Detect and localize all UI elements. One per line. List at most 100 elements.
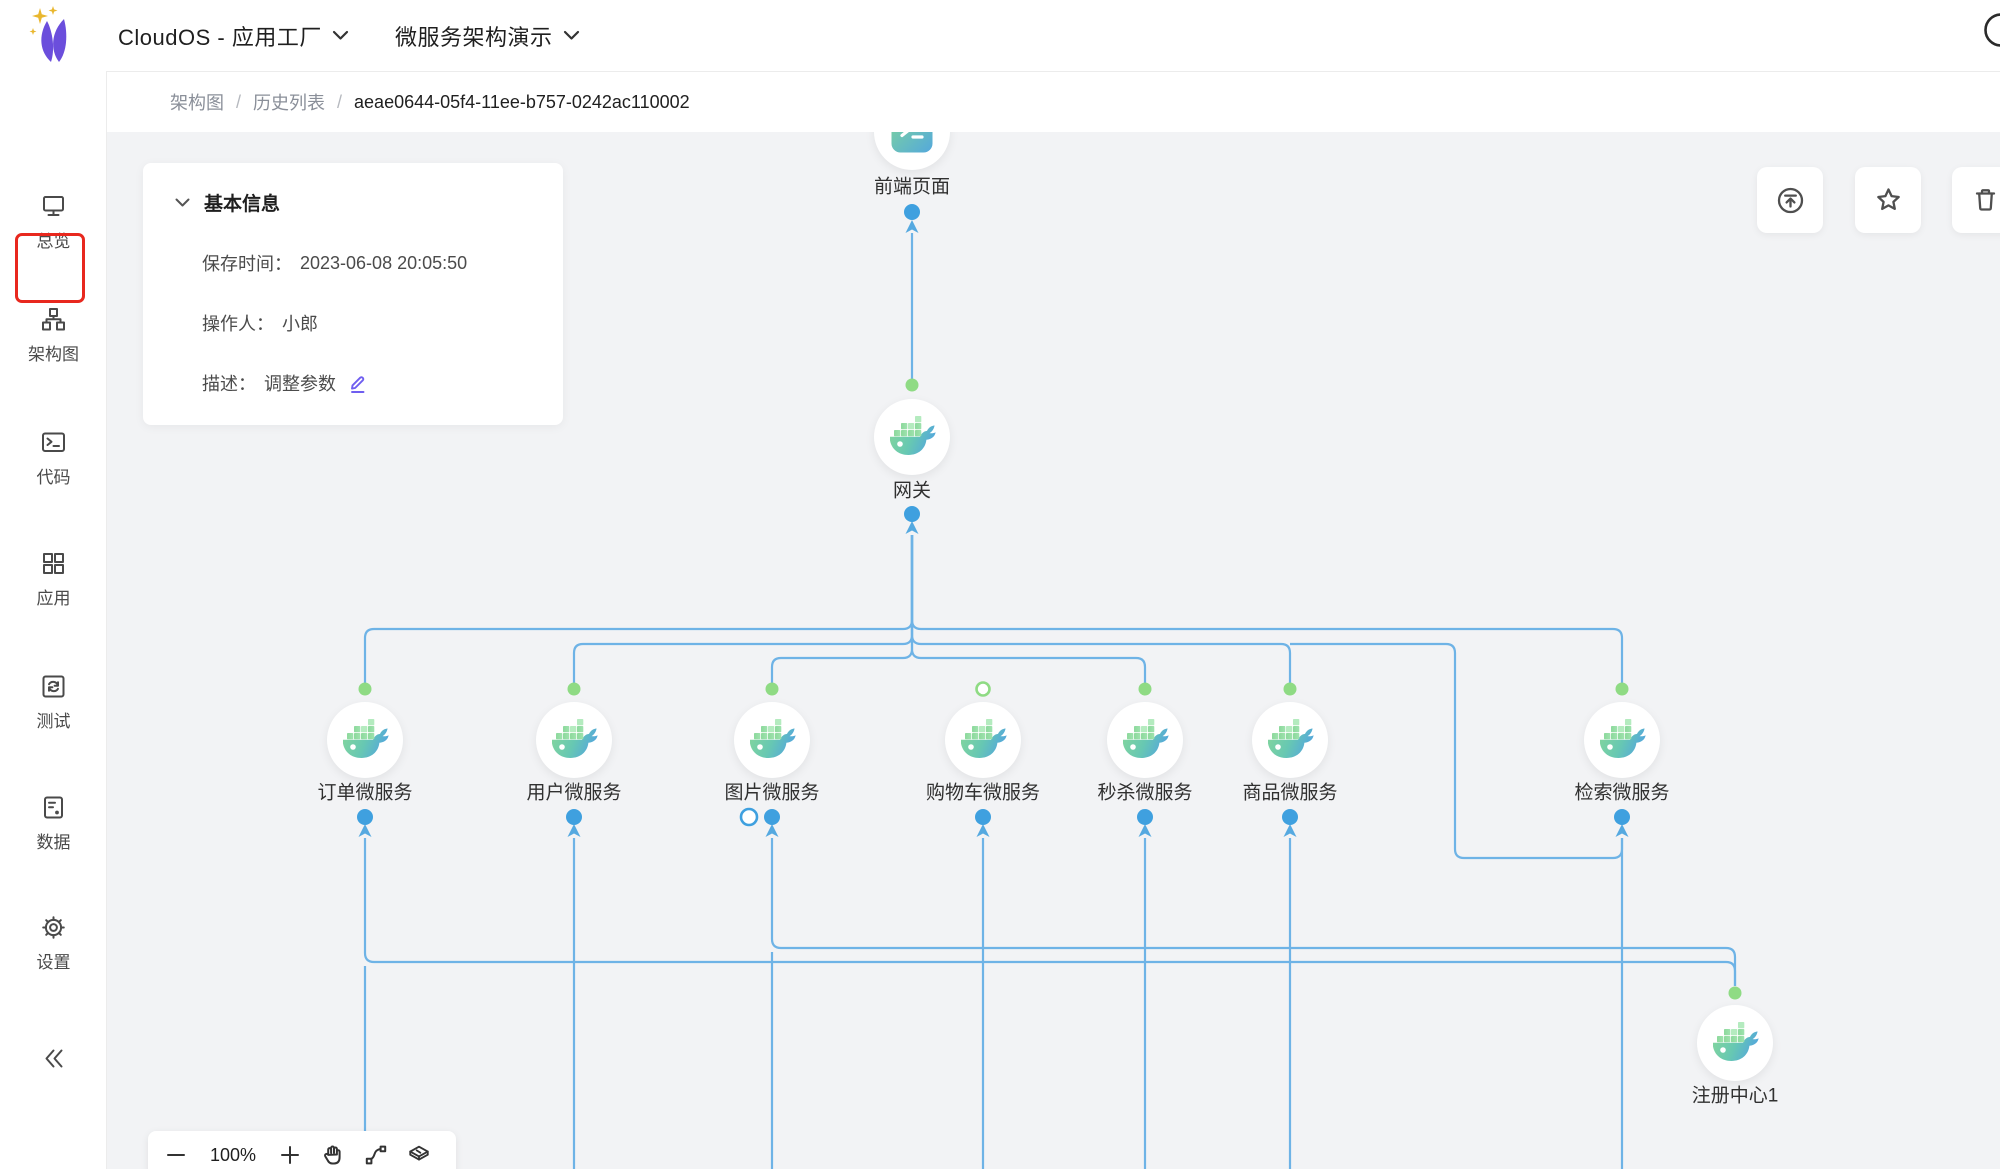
sidebar-item-settings[interactable]: 设置 xyxy=(0,914,107,973)
edge-goods-to-gateway[interactable] xyxy=(910,535,1292,683)
node-cart[interactable] xyxy=(945,702,1021,778)
node-circle[interactable] xyxy=(874,399,950,475)
zoom-out-button[interactable] xyxy=(164,1143,188,1167)
workspace-switcher[interactable]: 微服务架构演示 xyxy=(395,0,580,71)
port-green[interactable] xyxy=(358,682,372,696)
port-green[interactable] xyxy=(567,682,581,696)
edge-search-to-gateway[interactable] xyxy=(910,535,1624,683)
port-blue[interactable] xyxy=(975,809,991,825)
edge-image-to-gateway[interactable] xyxy=(770,535,914,683)
port-green[interactable] xyxy=(1728,986,1742,1000)
logo-swoosh-front xyxy=(53,19,67,62)
sidebar-collapse-button[interactable] xyxy=(0,1046,107,1071)
workspace-title: 微服务架构演示 xyxy=(395,24,553,50)
node-gateway[interactable] xyxy=(874,399,950,475)
edge-goods-to-search[interactable] xyxy=(1290,642,1624,860)
edge-registry-to-order[interactable] xyxy=(363,838,1737,986)
port-blue[interactable] xyxy=(357,809,373,825)
monitor-icon xyxy=(43,196,64,216)
edge-arrowhead xyxy=(358,824,372,837)
port-green[interactable] xyxy=(905,378,919,392)
port-blue[interactable] xyxy=(1137,809,1153,825)
node-circle[interactable] xyxy=(1697,1005,1773,1081)
node-label-goods: 商品微服务 xyxy=(1242,782,1338,804)
node-user[interactable] xyxy=(536,702,612,778)
basic-info-header[interactable]: 基本信息 xyxy=(175,189,563,216)
breadcrumb-architecture[interactable]: 架构图 xyxy=(170,93,224,113)
port-blue[interactable] xyxy=(1282,809,1298,825)
hand-icon xyxy=(324,1145,341,1165)
docker-whale-icon xyxy=(961,719,1007,758)
docker-whale-icon xyxy=(890,416,936,455)
description-label: 描述： xyxy=(202,374,256,394)
node-label-frontend: 前端页面 xyxy=(873,176,951,198)
node-circle[interactable] xyxy=(874,132,950,170)
node-frontend[interactable] xyxy=(874,132,950,170)
port-blue-empty[interactable] xyxy=(739,807,759,827)
sidebar-item-apps[interactable]: 应用 xyxy=(0,550,107,609)
sidebar-item-overview[interactable]: 总览 xyxy=(0,193,107,252)
sidebar-item-label: 代码 xyxy=(36,468,71,487)
edge-arrowhead xyxy=(567,824,581,837)
database-icon xyxy=(44,796,63,819)
edge-arrowhead xyxy=(905,220,919,233)
node-circle[interactable] xyxy=(327,702,403,778)
node-registry[interactable] xyxy=(1697,1005,1773,1081)
port-blue[interactable] xyxy=(566,809,582,825)
edit-pen-icon[interactable] xyxy=(348,373,368,394)
sidebar-item-code[interactable]: 代码 xyxy=(0,429,107,488)
node-circle[interactable] xyxy=(945,702,1021,778)
loop-icon xyxy=(42,675,65,698)
node-image[interactable] xyxy=(734,702,810,778)
node-goods[interactable] xyxy=(1252,702,1328,778)
header-divider xyxy=(107,71,2000,72)
node-order[interactable] xyxy=(327,702,403,778)
port-blue[interactable] xyxy=(904,204,920,220)
publish-button[interactable] xyxy=(1757,167,1823,233)
node-circle[interactable] xyxy=(1107,702,1183,778)
docker-whale-icon xyxy=(1123,719,1169,758)
sidebar-item-data[interactable]: 数据 xyxy=(0,794,107,853)
port-blue[interactable] xyxy=(904,506,920,522)
product-switcher[interactable]: CloudOS - 应用工厂 xyxy=(118,0,349,71)
zoom-in-button[interactable] xyxy=(278,1143,302,1167)
breadcrumb: 架构图 / 历史列表 / aeae0644-05f4-11ee-b757-024… xyxy=(107,72,2000,132)
port-green[interactable] xyxy=(1615,682,1629,696)
node-circle[interactable] xyxy=(1584,702,1660,778)
pan-tool-button[interactable] xyxy=(321,1143,345,1167)
port-green[interactable] xyxy=(1138,682,1152,696)
favorite-button[interactable] xyxy=(1855,167,1921,233)
user-circle-icon[interactable] xyxy=(1981,13,2000,49)
port-blue[interactable] xyxy=(1614,809,1630,825)
edge-registry-to-image[interactable] xyxy=(770,838,1737,986)
operator-value: 小郎 xyxy=(282,314,318,334)
operator-label: 操作人： xyxy=(202,314,274,334)
chevron-down-icon xyxy=(563,30,579,40)
edge-order-to-gateway[interactable] xyxy=(363,535,914,683)
node-circle[interactable] xyxy=(1252,702,1328,778)
breadcrumb-separator: / xyxy=(337,91,343,112)
zoom-level[interactable]: 100% xyxy=(209,1144,257,1165)
docker-whale-icon xyxy=(750,719,796,758)
port-green[interactable] xyxy=(1283,682,1297,696)
sidebar-item-architecture[interactable]: 架构图 xyxy=(0,306,107,365)
zoom-toolbar: 100% xyxy=(148,1131,456,1169)
node-search[interactable] xyxy=(1584,702,1660,778)
port-green[interactable] xyxy=(765,682,779,696)
layers-tool-button[interactable] xyxy=(407,1143,431,1167)
node-label-search: 检索微服务 xyxy=(1574,782,1670,804)
node-circle[interactable] xyxy=(536,702,612,778)
connector-tool-button[interactable] xyxy=(364,1143,388,1167)
sidebar-item-label: 测试 xyxy=(36,712,71,731)
port-green-empty[interactable] xyxy=(975,681,991,697)
edge-user-to-gateway[interactable] xyxy=(572,535,914,683)
edge-layer xyxy=(357,204,1742,1169)
sidebar-item-test[interactable]: 测试 xyxy=(0,673,107,732)
delete-button[interactable] xyxy=(1952,167,2000,233)
node-circle[interactable] xyxy=(734,702,810,778)
port-blue[interactable] xyxy=(764,809,780,825)
edge-seckill-to-gateway[interactable] xyxy=(910,535,1147,683)
node-seckill[interactable] xyxy=(1107,702,1183,778)
node-label-gateway: 网关 xyxy=(892,480,932,502)
breadcrumb-history[interactable]: 历史列表 xyxy=(253,93,326,113)
